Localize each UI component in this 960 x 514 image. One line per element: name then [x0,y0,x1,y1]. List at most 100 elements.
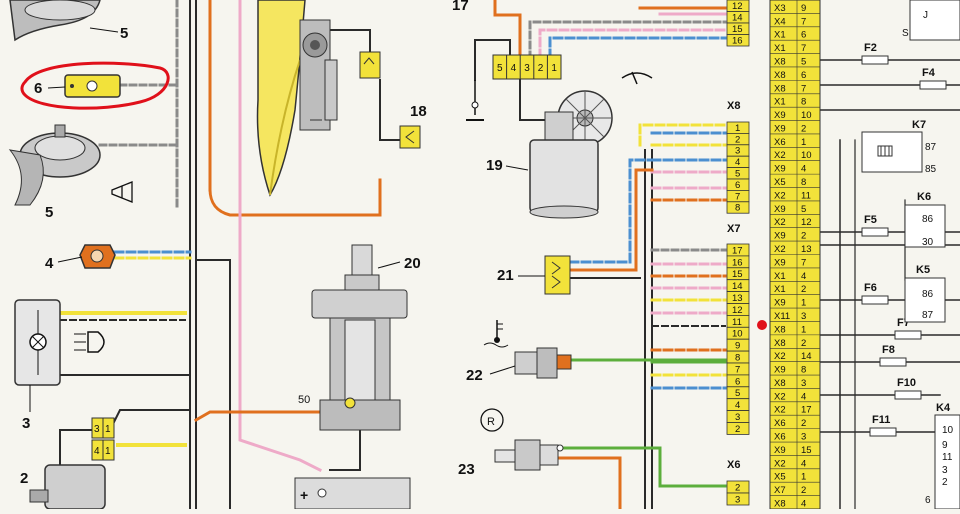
connector-41-pin-b: 1 [105,446,111,457]
x7-pin-label: 6 [735,376,740,387]
x8-pin-label: 3 [735,146,740,157]
x8-pin-label: 6 [735,180,740,191]
relay-k7: K7 87 85 [861,119,937,175]
mounting-block-pin: 12 [801,217,812,228]
x7-pin-label: 3 [735,412,740,423]
x7-title: X7 [727,223,740,235]
relay-k4-name: K4 [936,402,951,414]
mounting-block-connector: X2 [774,405,786,416]
x8-pin-cell [726,201,750,214]
mounting-block-pin: 17 [801,405,812,416]
mounting-block-connector: X3 [774,3,786,14]
mounting-block-connector: X11 [774,311,790,322]
x8-pin-label: 4 [735,157,740,168]
connector-31-pin-a: 3 [94,424,100,435]
top-right-s: S [902,28,909,39]
relay-k5: K5 86 87 [904,264,946,323]
mounting-block-connector: X1 [774,43,786,54]
mounting-block-connector: X2 [774,217,786,228]
x7-pin-label: 10 [732,329,743,340]
mounting-block-pin: 3 [801,311,806,322]
mounting-block-pin: 2 [801,284,806,295]
component-21 [544,255,571,295]
mounting-block-connector: X9 [774,123,786,134]
mounting-block-connector: X8 [774,56,786,67]
label-19: 19 [486,157,503,174]
mounting-block-connector: X2 [774,458,786,469]
connector-41: 4 1 [91,439,115,461]
label-17: 17 [452,0,469,14]
connector-19-pin-label: 5 [497,63,503,74]
label-18: 18 [410,103,427,120]
mounting-block-connector: X5 [774,472,786,483]
x7-pin-cell [726,422,750,435]
x8-pin-label: 1 [735,123,740,134]
mounting-block-pin: 14 [801,351,812,362]
fan-connector [359,51,381,79]
mounting-block-connector: X1 [774,30,786,41]
mounting-block-pin: 8 [801,365,806,376]
mounting-block-connector: X9 [774,231,786,242]
mounting-block-pin: 9 [801,3,806,14]
label-22: 22 [466,367,483,384]
mounting-block-pin: 8 [801,177,806,188]
mounting-block-connector: X6 [774,418,786,429]
battery: + [294,477,411,510]
x6-title: X6 [727,459,740,471]
connector-19-pin-label: 4 [511,63,517,74]
mounting-block-pin: 5 [801,204,806,215]
mounting-block-pin: 10 [801,110,812,121]
component-3 [14,299,61,386]
mounting-block-connector: X6 [774,432,786,443]
mounting-block-connector: X8 [774,83,786,94]
fuse-label: F2 [864,42,877,54]
mounting-block-pin: 4 [801,458,806,469]
mounting-block-connector: X2 [774,244,786,255]
x7-pin-label: 5 [735,388,740,399]
x7-pin-label: 16 [732,257,743,268]
horn-top [9,0,101,42]
label-21: 21 [497,267,514,284]
relay-k4-pin-1: 9 [942,440,948,451]
top-right-j: J [923,10,928,21]
mounting-block-connector: X4 [774,16,786,27]
component-18 [399,125,421,149]
x7-pin-label: 17 [732,245,743,256]
relay-k7-pin-0: 87 [925,142,937,153]
mounting-block-pin: 7 [801,43,806,54]
mounting-block-connector: X2 [774,190,786,201]
mounting-block-pin: 3 [801,378,806,389]
red-annotation-ellipse [20,61,170,110]
fuse-body [894,330,922,340]
component-19-wiper-motor [529,90,613,219]
svg-text:R: R [487,416,495,428]
component-20-starter [311,244,408,431]
fuse-body [894,390,922,400]
mounting-block-pin: 4 [801,271,806,282]
fuse-label: F8 [882,344,895,356]
connector-31-pin-b: 1 [105,424,111,435]
mounting-block-pin: 10 [801,150,812,161]
mounting-block-pin: 2 [801,123,806,134]
coolant-temp-icon [483,320,509,348]
x-top-pin-label: 14 [732,13,743,24]
fuse-body [879,357,907,367]
x6-pin-label: 3 [735,495,740,506]
x6-pin-label: 2 [735,483,740,494]
terminal-50: 50 [298,394,310,406]
mounting-block-pin: 7 [801,83,806,94]
x7-pin-label: 11 [732,317,742,328]
relay-k4-pin-4: 2 [942,477,948,488]
x6-connector: 23 [726,480,750,506]
mounting-block-pin: 2 [801,231,806,242]
x7-pin-label: 12 [732,305,743,316]
ground-symbol [466,80,484,121]
mounting-block-pin: 1 [801,324,806,335]
connector-19-pin-label: 2 [538,63,544,74]
mounting-block-connector: X8 [774,499,786,510]
